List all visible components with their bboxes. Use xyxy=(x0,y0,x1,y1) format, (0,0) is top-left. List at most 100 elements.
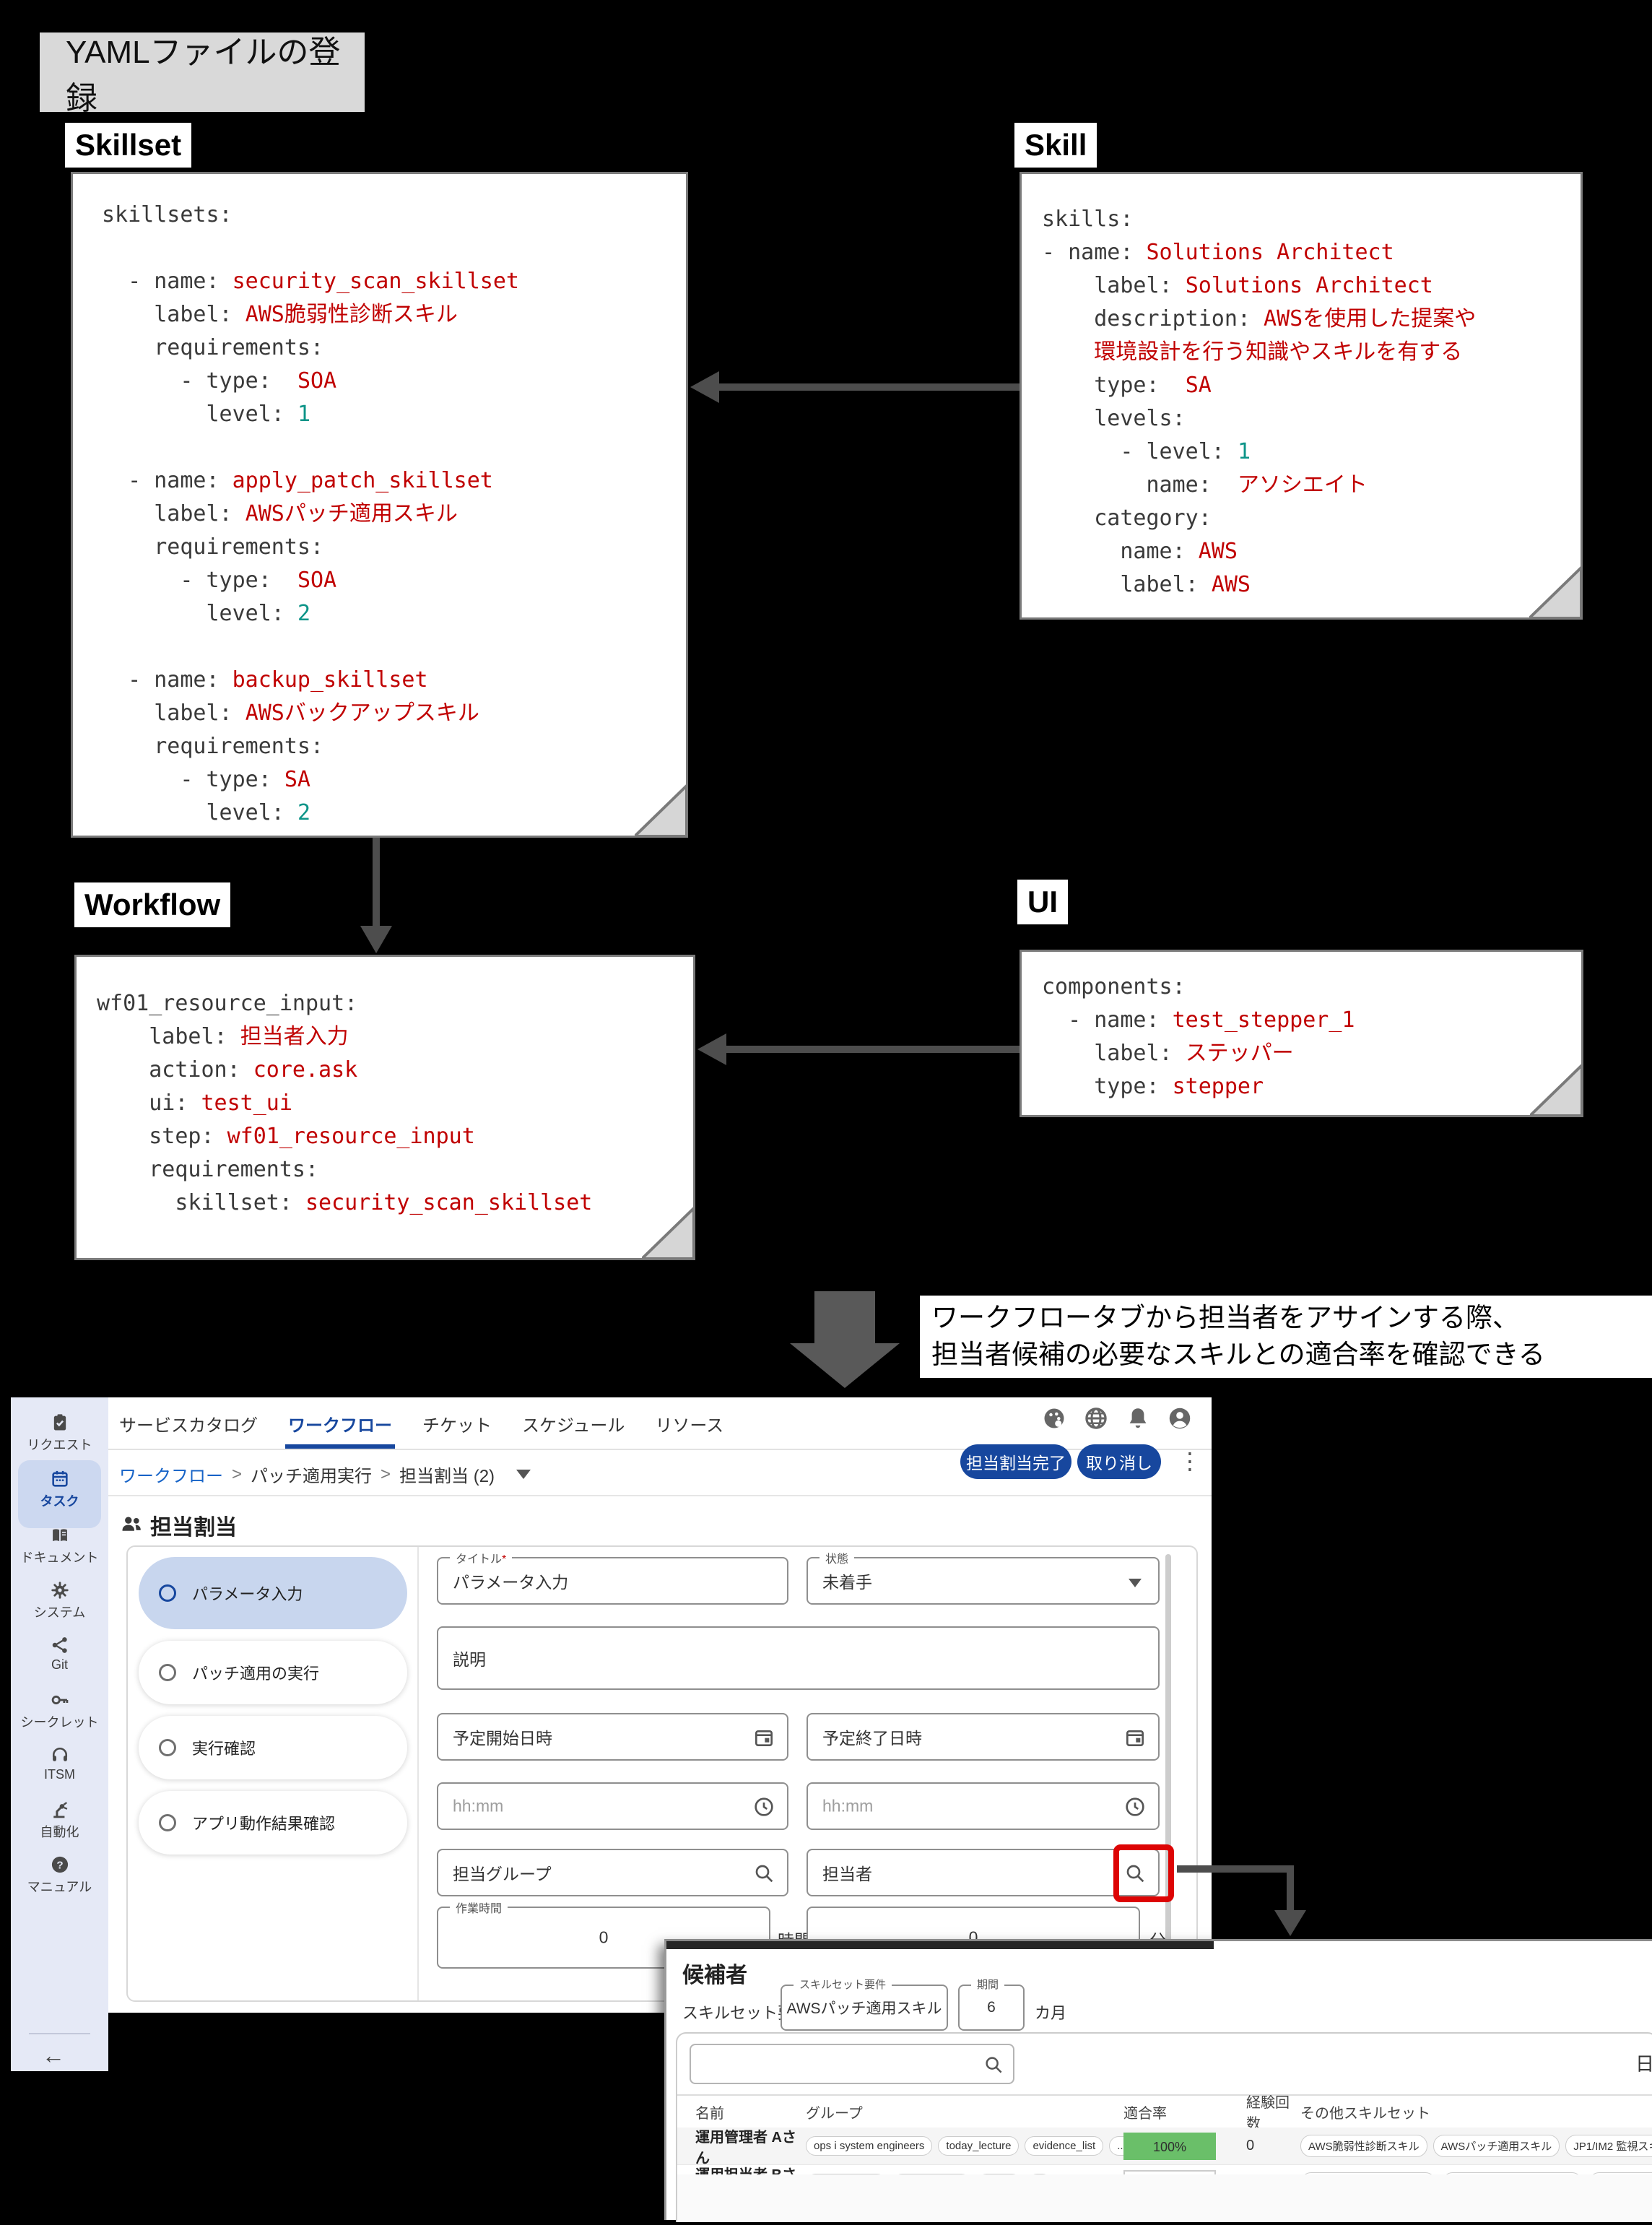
annotation-line-2: 担当者候補の必要なスキルとの適合率を確認できる xyxy=(931,1340,1545,1369)
more-menu-icon[interactable]: ⋮ xyxy=(1178,1448,1201,1474)
search-icon[interactable] xyxy=(983,2054,1004,2076)
bell-icon[interactable] xyxy=(1125,1405,1151,1431)
globe-icon[interactable] xyxy=(1083,1405,1109,1431)
sidebar-item-itsm[interactable]: ITSM xyxy=(11,1745,108,1782)
skill-block-label: Skill xyxy=(1014,123,1097,168)
sidebar-item-label: タスク xyxy=(40,1494,79,1509)
sidebar-item-system[interactable]: システム xyxy=(11,1580,108,1621)
chevron-down-icon[interactable] xyxy=(1129,1579,1142,1587)
headset-icon xyxy=(52,1747,67,1761)
description-field[interactable]: 説明 xyxy=(437,1626,1160,1690)
experience-count: 0 xyxy=(1246,2138,1255,2154)
assignment-complete-button[interactable]: 担当割当完了 xyxy=(960,1444,1071,1479)
column-group: グループ xyxy=(806,2105,863,2122)
annotation-line-1: ワークフロータブから担当者をアサインする際、 xyxy=(931,1303,1519,1332)
step-label: 実行確認 xyxy=(192,1740,256,1758)
column-name: 名前 xyxy=(695,2105,724,2122)
step-patch-apply[interactable]: パッチ適用の実行 xyxy=(139,1641,407,1704)
breadcrumb-patch-exec[interactable]: パッチ適用実行 xyxy=(251,1467,373,1486)
cancel-button[interactable]: 取り消し xyxy=(1077,1444,1161,1479)
search-icon[interactable] xyxy=(1123,1862,1147,1885)
match-rate-badge: 100% xyxy=(1123,2132,1216,2160)
group-field[interactable]: 担当グループ xyxy=(437,1849,788,1896)
sidebar-item-label: マニュアル xyxy=(27,1880,92,1894)
group-chip: today_lecture xyxy=(938,2136,1020,2156)
clock-icon[interactable] xyxy=(752,1795,775,1818)
sidebar-item-label: Git xyxy=(51,1657,68,1672)
popup-top-strip xyxy=(666,1941,1214,1949)
skillset-requirement-field-label: スキルセット要件 xyxy=(794,1977,892,1992)
title-field[interactable]: タイトル* パラメータ入力 xyxy=(437,1549,788,1605)
calendar-icon[interactable] xyxy=(752,1726,775,1749)
start-date-placeholder: 予定開始日時 xyxy=(453,1729,552,1748)
arrow-skillset-to-workflow xyxy=(373,838,380,926)
tab-schedule[interactable]: スケジュール xyxy=(522,1416,625,1436)
search-icon[interactable] xyxy=(752,1862,775,1885)
theme-palette-icon[interactable] xyxy=(1041,1405,1067,1431)
start-time-field[interactable]: hh:mm xyxy=(437,1782,788,1830)
end-date-placeholder: 予定終了日時 xyxy=(822,1729,922,1748)
ui-code-box: components: - name: test_stepper_1 label… xyxy=(1020,950,1583,1117)
group-placeholder: 担当グループ xyxy=(453,1865,552,1883)
question-circle-icon: ? xyxy=(51,1856,68,1873)
tab-ticket[interactable]: チケット xyxy=(422,1416,492,1436)
breadcrumb-workflow-link[interactable]: ワークフロー xyxy=(119,1467,223,1486)
skillset-requirement-field[interactable]: スキルセット要件 AWSパッチ適用スキル xyxy=(781,1977,948,2031)
sidebar-item-document[interactable]: ドキュメント xyxy=(11,1525,108,1566)
status-select[interactable]: 状態 未着手 xyxy=(807,1549,1160,1605)
sidebar-selected-highlight xyxy=(18,1460,101,1528)
column-experience-count: 経験回数 xyxy=(1246,2095,1290,2132)
tab-workflow[interactable]: ワークフロー xyxy=(285,1408,395,1449)
skillset-requirement-value: AWSパッチ適用スキル xyxy=(786,2000,942,2017)
end-date-field[interactable]: 予定終了日時 xyxy=(807,1713,1160,1761)
start-date-field[interactable]: 予定開始日時 xyxy=(437,1713,788,1761)
group-chip: ... xyxy=(1109,2136,1123,2156)
breadcrumb-caret-icon[interactable] xyxy=(516,1470,531,1479)
workflow-yaml: wf01_resource_input: label: 担当者入力 action… xyxy=(97,991,593,1215)
popup-title: 候補者 xyxy=(682,1964,747,1987)
step-app-result-check[interactable]: アプリ動作結果確認 xyxy=(139,1791,407,1855)
step-label: パッチ適用の実行 xyxy=(192,1665,320,1683)
column-match-rate: 適合率 xyxy=(1123,2105,1167,2122)
step-label: アプリ動作結果確認 xyxy=(192,1815,336,1833)
sidebar-item-automation[interactable]: 自動化 xyxy=(11,1800,108,1841)
sidebar-item-secret[interactable]: シークレット xyxy=(11,1690,108,1731)
tab-resource[interactable]: リソース xyxy=(655,1416,724,1436)
account-icon[interactable] xyxy=(1167,1405,1193,1431)
calendar-icon xyxy=(51,1470,68,1487)
sidebar-item-manual[interactable]: ? マニュアル xyxy=(11,1855,108,1896)
sidebar-item-request[interactable]: リクエスト xyxy=(11,1413,108,1454)
end-time-field[interactable]: hh:mm xyxy=(807,1782,1160,1830)
period-field[interactable]: 期間 6 xyxy=(958,1977,1025,2031)
step-circle-icon xyxy=(159,1584,176,1602)
skill-code-box: skills:- name: Solutions Architect label… xyxy=(1020,172,1583,620)
column-other-skillsets: その他スキルセット xyxy=(1300,2105,1430,2122)
people-icon xyxy=(122,1517,141,1531)
step-execution-check[interactable]: 実行確認 xyxy=(139,1716,407,1779)
candidates-search-input[interactable] xyxy=(690,2044,1014,2084)
sidebar-collapse-button[interactable]: ← xyxy=(42,2042,65,2068)
arrowhead-left-icon xyxy=(690,371,719,403)
breadcrumb: ワークフロー > パッチ適用実行 > 担当割当 (2) xyxy=(119,1462,531,1487)
sidebar-item-git[interactable]: Git xyxy=(11,1635,108,1673)
sidebar-item-label: システム xyxy=(33,1605,86,1620)
sidebar-item-label: リクエスト xyxy=(27,1438,92,1452)
description-placeholder: 説明 xyxy=(453,1650,486,1669)
ui-yaml: components: - name: test_stepper_1 label… xyxy=(1042,974,1355,1099)
group-chip: ops i system engineers xyxy=(806,2136,933,2156)
arrowhead-left-icon xyxy=(697,1033,726,1065)
assignee-field[interactable]: 担当者 xyxy=(807,1849,1160,1896)
clock-icon[interactable] xyxy=(1123,1795,1147,1818)
big-down-arrowhead-icon xyxy=(790,1343,900,1388)
title-field-label: タイトル* xyxy=(450,1549,513,1566)
skill-yaml: skills:- name: Solutions Architect label… xyxy=(1042,207,1477,597)
calendar-icon[interactable] xyxy=(1123,1726,1147,1749)
skillset-chip: JP1/IM2 監視スキル xyxy=(1565,2135,1652,2157)
arrow-assignee-to-popup xyxy=(1177,1865,1294,1873)
tab-service-catalog[interactable]: サービスカタログ xyxy=(119,1416,258,1436)
step-parameter-input[interactable]: パラメータ入力 xyxy=(139,1557,407,1629)
sidebar-item-task[interactable]: タスク xyxy=(11,1469,108,1510)
form-scrollbar[interactable] xyxy=(1165,1554,1171,1995)
